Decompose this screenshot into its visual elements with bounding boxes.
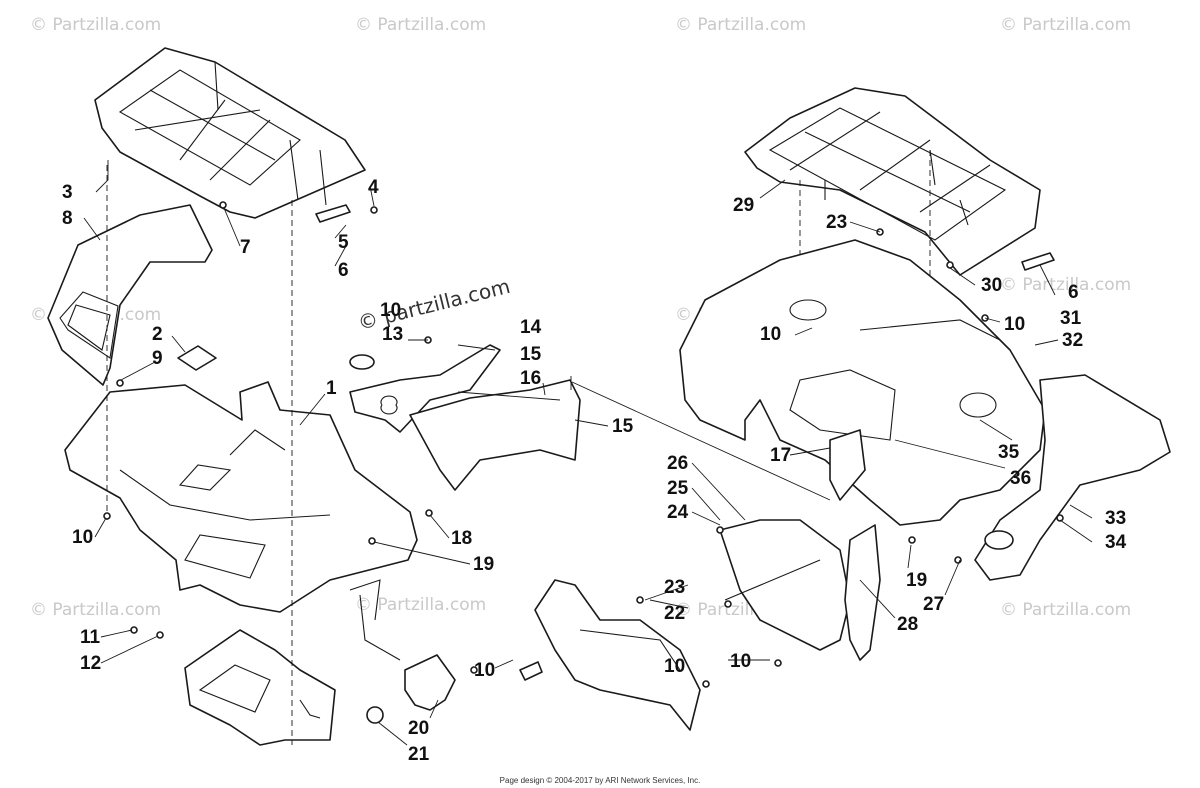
front-fender	[64, 381, 418, 613]
splash-guard-left	[534, 579, 701, 731]
screw	[156, 631, 164, 639]
front-fender-extension	[47, 204, 213, 386]
callout: 27	[923, 594, 944, 615]
decal	[177, 345, 217, 371]
screw	[774, 659, 782, 667]
grommet	[349, 354, 375, 370]
callout: 10	[1004, 314, 1025, 335]
rod	[724, 559, 821, 601]
watermark: © Partzilla.com	[1000, 600, 1131, 620]
screw	[636, 596, 644, 604]
screw	[368, 537, 376, 545]
callout: 29	[733, 195, 754, 216]
front-rack	[94, 47, 366, 219]
watermark: © Partzilla.com	[355, 595, 486, 615]
reflector	[315, 204, 351, 223]
callout: 26	[667, 453, 688, 474]
callout: 32	[1062, 330, 1083, 351]
screw	[724, 600, 732, 608]
callout: 20	[408, 718, 429, 739]
callout: 1	[326, 378, 337, 399]
callout: 19	[906, 570, 927, 591]
screw	[103, 512, 111, 520]
callout: 4	[368, 177, 379, 198]
watermark: © Partzilla.com	[355, 15, 486, 35]
callout: 22	[664, 603, 685, 624]
screw	[954, 556, 962, 564]
footer-credit: Page design © 2004-2017 by ARI Network S…	[499, 776, 701, 785]
screw	[716, 526, 724, 534]
callout: 7	[240, 237, 251, 258]
callout: 17	[770, 445, 791, 466]
callout: 35	[998, 442, 1020, 463]
callout: 24	[667, 502, 689, 523]
watermark: © Partzilla.com	[1000, 275, 1131, 295]
screw	[425, 509, 433, 517]
callout: 23	[826, 212, 847, 233]
cap	[984, 530, 1014, 550]
mounting-bracket	[349, 579, 456, 711]
callout: 10	[380, 300, 401, 321]
callout: 28	[897, 614, 918, 635]
callout: 13	[382, 324, 403, 345]
watermark-inline: © partzilla.com	[355, 274, 512, 335]
screw	[946, 261, 954, 269]
screw	[908, 536, 916, 544]
callout: 21	[408, 744, 430, 765]
watermark: © Partzilla.com	[30, 15, 161, 35]
callout: 10	[664, 656, 685, 677]
callout: 34	[1105, 532, 1127, 553]
callout: 30	[981, 275, 1002, 296]
callout: 10	[474, 660, 495, 681]
callout: 10	[730, 651, 751, 672]
callout: 6	[1068, 282, 1079, 303]
clamp	[366, 706, 384, 724]
callout: 19	[473, 554, 494, 575]
leader	[571, 381, 831, 501]
callout: 23	[664, 577, 685, 598]
callout: 5	[338, 232, 349, 253]
clip	[519, 661, 543, 681]
watermark: © Partzilla.com	[1000, 15, 1131, 35]
screw	[219, 201, 227, 209]
callout: 6	[338, 260, 349, 281]
callout: 14	[520, 317, 542, 338]
callout: 10	[72, 527, 93, 548]
callout: 12	[80, 653, 101, 674]
rear-rack	[744, 87, 1041, 276]
callout: 33	[1105, 508, 1126, 529]
callout: 3	[62, 182, 73, 203]
callout: 8	[62, 208, 73, 229]
rear-fender-extension	[974, 374, 1171, 581]
splash-guard-rear	[829, 429, 866, 501]
callout: 11	[80, 627, 101, 648]
screw	[470, 666, 478, 674]
screw	[370, 206, 378, 214]
screw	[1056, 514, 1064, 522]
screw	[116, 379, 124, 387]
callout: 25	[667, 478, 689, 499]
callout: 18	[451, 528, 472, 549]
callout: 10	[760, 324, 781, 345]
callout: 16	[520, 368, 541, 389]
side-panel	[349, 344, 501, 433]
callout: 2	[152, 324, 163, 345]
watermark: © Partzilla.com	[675, 15, 806, 35]
callout: 36	[1010, 468, 1031, 489]
callouts: 1 2 3 4 5 6 7 8 9 10 10 10 10 10 10 11 1…	[62, 177, 1127, 765]
leader-lines	[83, 160, 1093, 746]
front-mount-bracket	[184, 629, 336, 746]
lower-panel	[719, 519, 881, 661]
screw	[702, 680, 710, 688]
rear-fender	[679, 239, 1046, 526]
reflector	[1021, 252, 1055, 271]
callout: 15	[612, 416, 634, 437]
callout: 9	[152, 348, 163, 369]
side-panel-lower	[409, 379, 581, 491]
watermark: © Partzilla.com	[30, 600, 161, 620]
callout: 31	[1060, 308, 1082, 329]
callout: 15	[520, 344, 542, 365]
